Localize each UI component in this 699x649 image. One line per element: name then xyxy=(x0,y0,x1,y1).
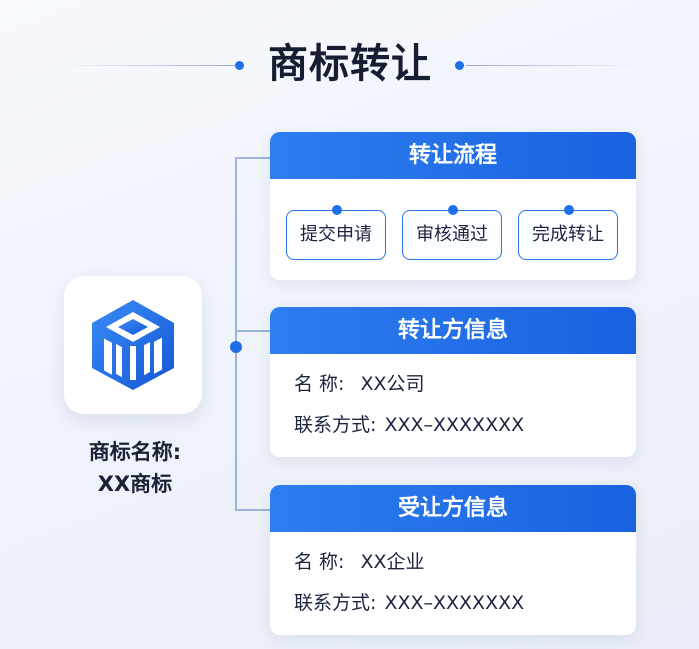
transferor-card-header: 转让方信息 xyxy=(270,307,636,354)
process-card-header: 转让流程 xyxy=(270,132,636,179)
trademark-name-value: XX商标 xyxy=(97,472,173,496)
trademark-name-label: 商标名称: xyxy=(88,440,182,464)
transferee-card-header: 受让方信息 xyxy=(270,485,636,532)
transferor-card: 转让方信息 名 称: XX公司 联系方式: XXX–XXXXXXX xyxy=(270,307,636,457)
connector-trunk xyxy=(235,157,237,511)
transferee-name-row: 名 称: XX企业 xyxy=(294,548,425,576)
step-review: 审核通过 xyxy=(402,205,502,260)
step-dot xyxy=(564,205,574,215)
connector-branch-transferee xyxy=(235,509,271,511)
step-label: 审核通过 xyxy=(416,224,488,245)
transferor-contact-value: XXX–XXXXXXX xyxy=(384,414,525,436)
transferor-name-row: 名 称: XX公司 xyxy=(294,370,425,398)
transferee-name-label: 名 称: xyxy=(294,551,345,573)
transferor-contact-label: 联系方式: xyxy=(294,414,377,436)
transferee-name-value: XX企业 xyxy=(360,551,425,573)
step-complete: 完成转让 xyxy=(518,205,618,260)
title-dot-left xyxy=(235,61,244,70)
transferee-contact-value: XXX–XXXXXXX xyxy=(384,592,525,614)
transferee-contact-label: 联系方式: xyxy=(294,592,377,614)
transferee-contact-row: 联系方式: XXX–XXXXXXX xyxy=(294,589,524,617)
transferor-name-value: XX公司 xyxy=(360,373,425,395)
process-steps: 提交申请 审核通过 完成转让 xyxy=(286,205,620,262)
step-label: 完成转让 xyxy=(532,224,604,245)
connector-branch-process xyxy=(235,157,271,159)
page-title: 商标转让 xyxy=(268,41,432,87)
transferor-contact-row: 联系方式: XXX–XXXXXXX xyxy=(294,411,524,439)
title-dot-right xyxy=(455,61,464,70)
title-divider-right xyxy=(466,65,641,66)
trademark-logo-card xyxy=(64,276,202,414)
step-label: 提交申请 xyxy=(300,224,372,245)
transferee-card: 受让方信息 名 称: XX企业 联系方式: XXX–XXXXXXX xyxy=(270,485,636,635)
step-dot xyxy=(448,205,458,215)
connector-branch-transferor xyxy=(235,330,271,332)
title-divider-left xyxy=(60,65,235,66)
step-dot xyxy=(332,205,342,215)
connector-junction-dot xyxy=(230,341,242,353)
step-submit: 提交申请 xyxy=(286,205,386,260)
transferor-name-label: 名 称: xyxy=(294,373,345,395)
process-card: 转让流程 提交申请 审核通过 完成转让 xyxy=(270,132,636,280)
cube-logo-icon xyxy=(92,300,174,390)
